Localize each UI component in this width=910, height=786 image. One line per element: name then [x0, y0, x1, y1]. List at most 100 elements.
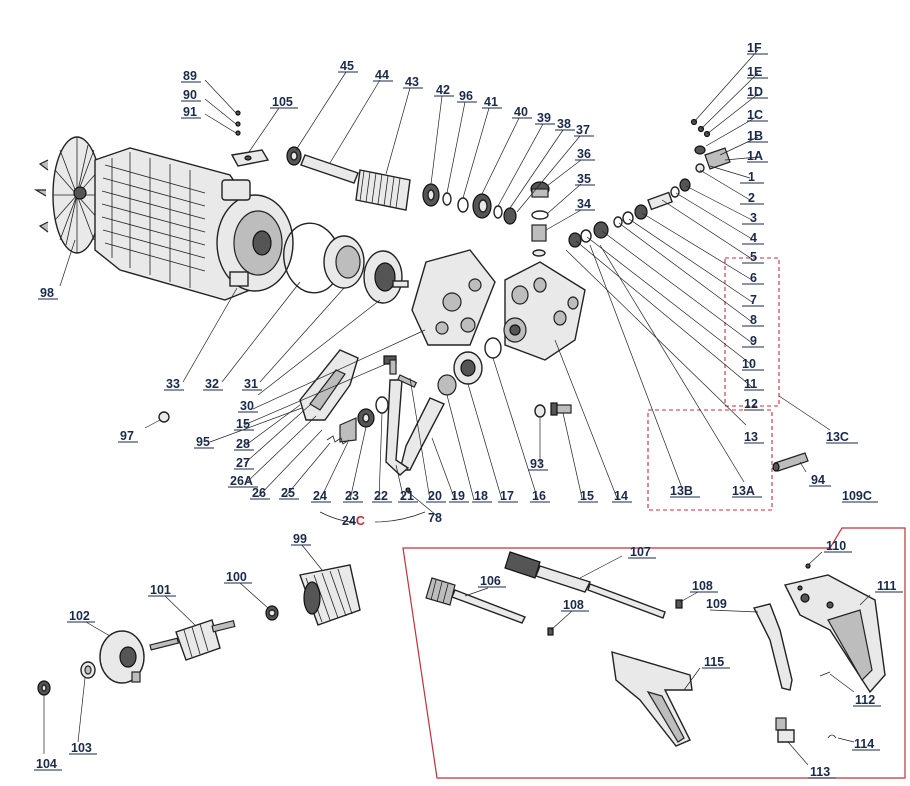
label-17: 17 [500, 489, 514, 503]
label-1E: 1E [747, 65, 762, 79]
clip-114 [827, 734, 837, 739]
spray-gun-kit-box [402, 527, 906, 779]
pin-108b [547, 627, 554, 636]
label-9: 9 [750, 334, 757, 348]
label-16: 16 [532, 489, 546, 503]
label-8: 8 [750, 313, 757, 327]
label-106: 106 [480, 574, 501, 588]
label-107: 107 [630, 545, 651, 559]
lance-106 [425, 577, 526, 624]
label-26: 26 [252, 486, 266, 500]
piston-17 [453, 351, 483, 385]
label-95: 95 [196, 435, 210, 449]
label-1: 1 [748, 170, 755, 184]
label-13A: 13A [732, 484, 755, 498]
label-100: 100 [226, 570, 247, 584]
cover-plate-95 [299, 349, 359, 421]
label-37: 37 [576, 123, 590, 137]
label-13: 13 [744, 430, 758, 444]
gun-shell-111 [783, 574, 886, 694]
manifold-block [503, 261, 586, 361]
label-102: 102 [69, 609, 90, 623]
label-5: 5 [750, 250, 757, 264]
spring-25 [326, 435, 350, 445]
label-94: 94 [811, 473, 825, 487]
label-21: 21 [400, 489, 414, 503]
valve-36 [530, 181, 550, 198]
label-1D: 1D [747, 85, 763, 99]
label-18: 18 [474, 489, 488, 503]
stator-99 [299, 564, 361, 626]
label-90: 90 [183, 88, 197, 102]
label-32: 32 [205, 377, 219, 391]
label-31: 31 [244, 377, 258, 391]
screw-110 [805, 563, 811, 569]
o-ring-96 [442, 192, 452, 206]
label-24: 24 [313, 489, 327, 503]
label-14: 14 [614, 489, 628, 503]
label-1A: 1A [747, 149, 763, 163]
o-ring-41 [457, 197, 469, 213]
label-115: 115 [704, 655, 724, 669]
label-30: 30 [240, 399, 254, 413]
label-112: 112 [855, 693, 875, 707]
label-114: 114 [854, 737, 874, 751]
label-2: 2 [748, 191, 755, 205]
label-110: 110 [826, 539, 846, 553]
wobble-plate-30 [363, 250, 409, 304]
label-96: 96 [459, 89, 473, 103]
outlet-chain [568, 118, 731, 248]
label-4: 4 [750, 231, 757, 245]
seal-16 [484, 337, 502, 359]
spring-112 [819, 671, 831, 677]
label-41: 41 [484, 95, 498, 109]
end-shield-102 [99, 630, 145, 684]
label-13B: 13B [670, 484, 693, 498]
label-43: 43 [405, 75, 419, 89]
label-1B: 1B [747, 129, 763, 143]
seal-23 [357, 408, 375, 428]
trigger-109 [752, 603, 793, 691]
label-12: 12 [744, 397, 758, 411]
label-108-left: 108 [563, 598, 584, 612]
label-104: 104 [36, 757, 57, 771]
label-109C: 109C [842, 489, 872, 503]
label-15-left: 15 [236, 417, 250, 431]
label-20: 20 [428, 489, 442, 503]
kit-13C-dashed-box [724, 257, 780, 407]
label-108-right: 108 [692, 579, 713, 593]
motor-housing-33 [94, 147, 294, 301]
pin-108a [675, 599, 683, 609]
bearing-100 [265, 605, 279, 621]
seal-45 [286, 146, 302, 166]
screw-15a [383, 355, 397, 375]
label-103: 103 [71, 741, 92, 755]
pin-20 [397, 374, 418, 388]
washer-42 [422, 183, 440, 207]
gun-body-115 [611, 651, 693, 747]
ball-93 [534, 404, 546, 418]
o-ring-35 [531, 210, 549, 220]
screws-89-91 [235, 110, 241, 136]
rotor-101 [149, 619, 236, 661]
valve-34 [531, 224, 547, 257]
label-13C: 13C [826, 430, 849, 444]
label-28: 28 [236, 437, 250, 451]
label-101: 101 [150, 583, 171, 597]
label-25: 25 [281, 486, 295, 500]
label-40: 40 [514, 105, 528, 119]
label-23: 23 [345, 489, 359, 503]
label-89: 89 [183, 69, 197, 83]
bearing-103 [80, 661, 96, 679]
label-44: 44 [375, 68, 389, 82]
label-15-right: 15 [580, 489, 594, 503]
label-109: 109 [706, 597, 727, 611]
label-27: 27 [236, 456, 250, 470]
lever-19 [399, 397, 445, 471]
label-3: 3 [750, 211, 757, 225]
label-99: 99 [293, 532, 307, 546]
label-38: 38 [557, 117, 571, 131]
ball-97 [158, 411, 170, 423]
label-24C-number: 24 [342, 514, 356, 528]
